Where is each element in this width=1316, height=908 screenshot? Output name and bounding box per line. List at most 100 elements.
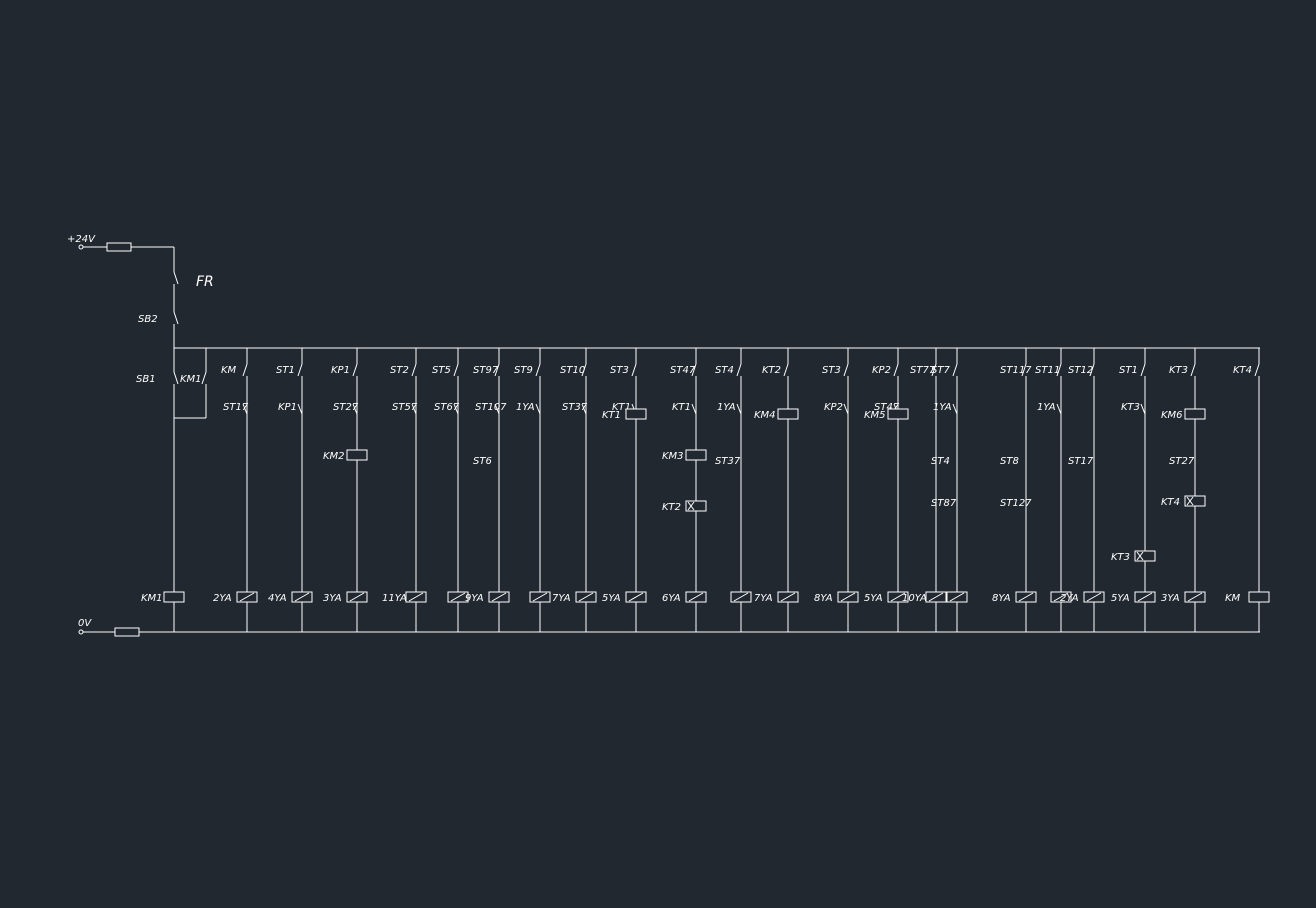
mid-contact-label: ST47 — [874, 402, 900, 413]
mid2-contact-label: ST4 — [931, 456, 950, 467]
mid2-contact-label: ST8 — [1000, 456, 1019, 467]
top-contact-label: ST77 — [910, 365, 936, 376]
rung-r11: ST4 1YA ST37 — [715, 348, 752, 632]
mid-contact-label: ST57 — [392, 402, 418, 413]
top-contact-label: KP1 — [331, 365, 350, 376]
output-coil-label: 5YA — [602, 593, 621, 604]
top-contact-label: ST3 — [610, 365, 629, 376]
output-coil-label: KM — [1225, 593, 1241, 604]
output-coil-label: 9YA — [465, 593, 484, 604]
output-coil-label: 5YA — [1111, 593, 1130, 604]
output-coil-label: 2YA — [213, 593, 232, 604]
rung-r18: ST11 1YA — [1035, 348, 1072, 632]
fr-label: FR — [196, 274, 214, 290]
mid-contact-label: 1YA — [717, 402, 736, 413]
mid-contact-label: KP2 — [824, 402, 843, 413]
top-contact-label: ST2 — [390, 365, 409, 376]
mid-contact-label: ST17 — [223, 402, 249, 413]
timer-coil — [1134, 550, 1156, 562]
mid3-contact-label: ST87 — [931, 498, 957, 509]
sb2-label: SB2 — [138, 314, 158, 325]
mid-contact-label: KT1 — [672, 402, 691, 413]
relay-label: KM5 — [864, 410, 886, 421]
output-coil-label: 8YA — [992, 593, 1011, 604]
output-coil-label: 4YA — [268, 593, 287, 604]
positive-terminal — [78, 244, 84, 250]
top-contact-label: KP2 — [872, 365, 891, 376]
relay-label: KM3 — [662, 451, 684, 462]
output-coil — [1248, 591, 1270, 603]
rung-r1: KM ST17 2YA — [213, 348, 258, 632]
mid2-contact-label: ST37 — [715, 456, 741, 467]
relay-coil — [346, 449, 368, 461]
output-coil-label: 3YA — [323, 593, 342, 604]
relay-label: KM6 — [1161, 410, 1183, 421]
relay-label: KT1 — [602, 410, 621, 421]
relay-coil — [887, 408, 909, 420]
relay-coil — [625, 408, 647, 420]
mid2-contact-label: ST17 — [1068, 456, 1094, 467]
top-contact-label: KT2 — [762, 365, 781, 376]
output-coil-label: 6YA — [662, 593, 681, 604]
supply-section: +24V FR SB2 0V — [67, 234, 1260, 637]
relay-coil — [685, 449, 707, 461]
output-coil-label: 8YA — [814, 593, 833, 604]
mid-contact-label: ST37 — [562, 402, 588, 413]
mid-contact-label: KT3 — [1121, 402, 1140, 413]
sb1-label: SB1 — [136, 374, 156, 385]
relay-coil — [1184, 408, 1206, 420]
mid-contact-label: ST27 — [333, 402, 359, 413]
output-coil-label: 11YA — [382, 593, 407, 604]
top-contact-label: ST5 — [432, 365, 451, 376]
mid-contact-label: ST107 — [475, 402, 507, 413]
mid-contact-label: KT1 — [612, 402, 631, 413]
mid-contact-label: 1YA — [1037, 402, 1056, 413]
top-contact-label: ST4 — [715, 365, 734, 376]
zero-terminal — [78, 629, 84, 635]
top-contact-label: ST1 — [276, 365, 295, 376]
top-contact-label: ST47 — [670, 365, 696, 376]
top-contact-label: ST117 — [1000, 365, 1032, 376]
output-coil-label: 7YA — [552, 593, 571, 604]
output-coil-label: 2YA — [1060, 593, 1079, 604]
mid-contact-label: 1YA — [516, 402, 535, 413]
mid2-contact-label: ST27 — [1169, 456, 1195, 467]
relay-label: KM4 — [754, 410, 776, 421]
output-coil-label: 5YA — [864, 593, 883, 604]
km1-coil-label: KM1 — [141, 593, 163, 604]
rungs: KMST172YAST1KP14YAKP1ST27KM23YAST2ST5711… — [213, 348, 1270, 632]
timer-label: KT4 — [1161, 497, 1180, 508]
fuse-bottom — [114, 627, 140, 637]
top-contact-label: ST1 — [1119, 365, 1138, 376]
km1-coil — [163, 591, 185, 603]
mid-contact-label: KP1 — [278, 402, 297, 413]
top-contact-label: KT3 — [1169, 365, 1188, 376]
top-contact-label: KM — [221, 365, 237, 376]
timer-label: KT2 — [662, 502, 681, 513]
top-contact-label: ST11 — [1035, 365, 1060, 376]
mid-contact-label: ST67 — [434, 402, 460, 413]
relay-coil — [777, 408, 799, 420]
rung-start: SB1 KM1 KM1 — [136, 348, 207, 632]
output-coil-label: 7YA — [754, 593, 773, 604]
top-contact-label: ST10 — [560, 365, 585, 376]
top-contact-label: ST97 — [473, 365, 499, 376]
timer-coil — [685, 500, 707, 512]
top-contact-label: ST3 — [822, 365, 841, 376]
